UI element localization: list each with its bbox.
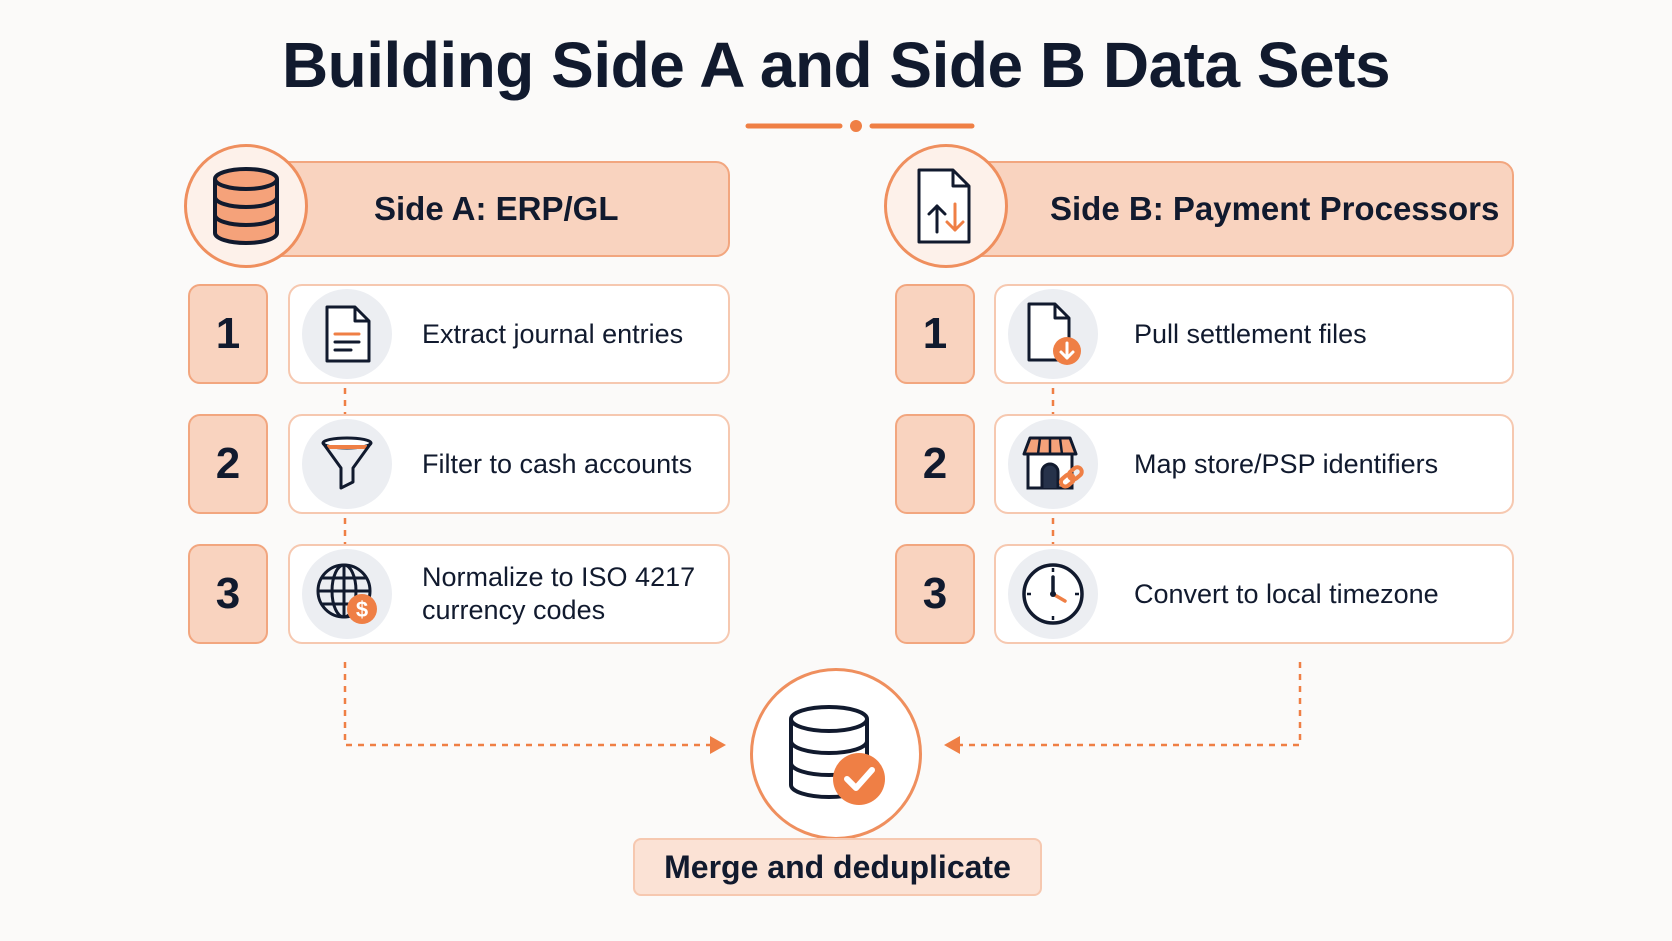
side-b-header: Side B: Payment Processors bbox=[968, 161, 1514, 257]
database-icon bbox=[213, 167, 279, 245]
document-icon bbox=[325, 305, 371, 363]
side-a-step-2-text: Filter to cash accounts bbox=[422, 448, 693, 479]
side-b-step-1-text: Pull settlement files bbox=[1134, 318, 1367, 349]
side-b-step-1-icon-circle bbox=[1008, 289, 1098, 379]
merge-icon-circle bbox=[750, 668, 922, 840]
side-b-step-3-card: Convert to local timezone bbox=[994, 544, 1514, 644]
clock-icon bbox=[1022, 563, 1084, 625]
side-a-step-3-card: $ Normalize to ISO 4217 currency codes bbox=[288, 544, 730, 644]
side-b-step-1-number-box: 1 bbox=[895, 284, 975, 384]
side-a-step-2-icon-circle bbox=[302, 419, 392, 509]
step-number: 3 bbox=[215, 569, 241, 618]
database-check-icon bbox=[789, 705, 885, 805]
side-b-header-label: Side B: Payment Processors bbox=[1050, 190, 1500, 227]
side-a-header: Side A: ERP/GL bbox=[268, 161, 730, 257]
side-b-step-2-card: Map store/PSP identifiers bbox=[994, 414, 1514, 514]
store-link-icon bbox=[1022, 436, 1084, 490]
file-transfer-icon bbox=[917, 168, 971, 244]
step-number: 1 bbox=[215, 309, 241, 358]
side-a-step-1-number-box: 1 bbox=[188, 284, 268, 384]
side-b-step-3-icon-circle bbox=[1008, 549, 1098, 639]
side-b-step-1-card: Pull settlement files bbox=[994, 284, 1514, 384]
globe-currency-icon: $ bbox=[316, 563, 377, 624]
title-underline bbox=[745, 120, 975, 132]
side-a-step-2-card: Filter to cash accounts bbox=[288, 414, 730, 514]
side-b-step-2-text: Map store/PSP identifiers bbox=[1134, 448, 1439, 479]
side-a-step-3-icon-circle: $ bbox=[302, 549, 392, 639]
step-number: 3 bbox=[922, 569, 948, 618]
side-a-header-label: Side A: ERP/GL bbox=[374, 190, 619, 227]
side-b-step-3-text: Convert to local timezone bbox=[1134, 578, 1439, 609]
svg-text:$: $ bbox=[356, 597, 368, 622]
side-a-step-1-text: Extract journal entries bbox=[422, 318, 684, 349]
step-number: 2 bbox=[215, 439, 241, 488]
side-a-step-1-icon-circle bbox=[302, 289, 392, 379]
side-a-step-1-card: Extract journal entries bbox=[288, 284, 730, 384]
file-download-icon bbox=[1027, 302, 1081, 365]
step-number: 2 bbox=[922, 439, 948, 488]
side-a-step-3-text: Normalize to ISO 4217 currency codes bbox=[422, 562, 696, 625]
side-a-step-2-number-box: 2 bbox=[188, 414, 268, 514]
side-a-header-icon-circle bbox=[184, 144, 308, 268]
step-number: 1 bbox=[922, 309, 948, 358]
side-b-step-2-icon-circle bbox=[1008, 419, 1098, 509]
side-a-step-3-number-box: 3 bbox=[188, 544, 268, 644]
side-b-header-icon-circle bbox=[884, 144, 1008, 268]
side-b-step-3-number-box: 3 bbox=[895, 544, 975, 644]
funnel-icon bbox=[321, 436, 373, 490]
merge-label-text: Merge and deduplicate bbox=[664, 848, 1011, 885]
page-title: Building Side A and Side B Data Sets bbox=[281, 29, 1391, 101]
merge-label: Merge and deduplicate bbox=[633, 838, 1042, 896]
side-b-step-2-number-box: 2 bbox=[895, 414, 975, 514]
